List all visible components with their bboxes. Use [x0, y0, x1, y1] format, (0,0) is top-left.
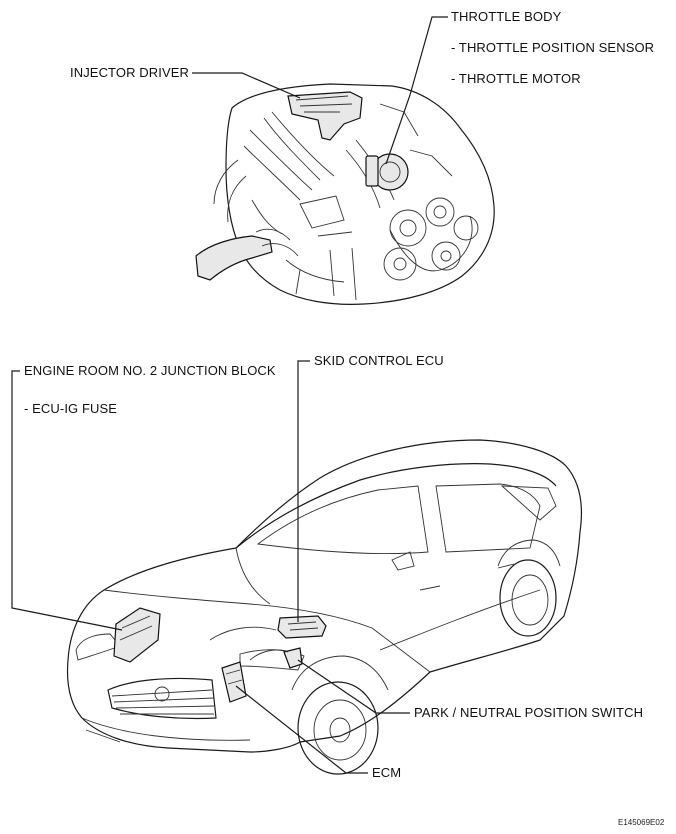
label-ecm: ECM — [372, 765, 402, 780]
engine-illustration — [195, 83, 495, 305]
label-skid-control-ecu: SKID CONTROL ECU — [314, 353, 444, 368]
engine-leader-lines — [192, 16, 448, 165]
car-illustration — [66, 439, 583, 775]
car-leader-lines — [11, 360, 410, 774]
label-junction-block: ENGINE ROOM NO. 2 JUNCTION BLOCK — [24, 363, 276, 378]
label-ecu-ig-fuse: - ECU-IG FUSE — [24, 401, 118, 416]
label-injector-driver: INJECTOR DRIVER — [70, 65, 189, 80]
label-throttle-motor: - THROTTLE MOTOR — [451, 71, 581, 86]
figure-code: E145069E02 — [618, 818, 665, 827]
label-park-neutral-switch: PARK / NEUTRAL POSITION SWITCH — [414, 705, 644, 720]
label-throttle-position-sensor: - THROTTLE POSITION SENSOR — [451, 40, 655, 55]
label-throttle-body: THROTTLE BODY — [451, 9, 562, 24]
